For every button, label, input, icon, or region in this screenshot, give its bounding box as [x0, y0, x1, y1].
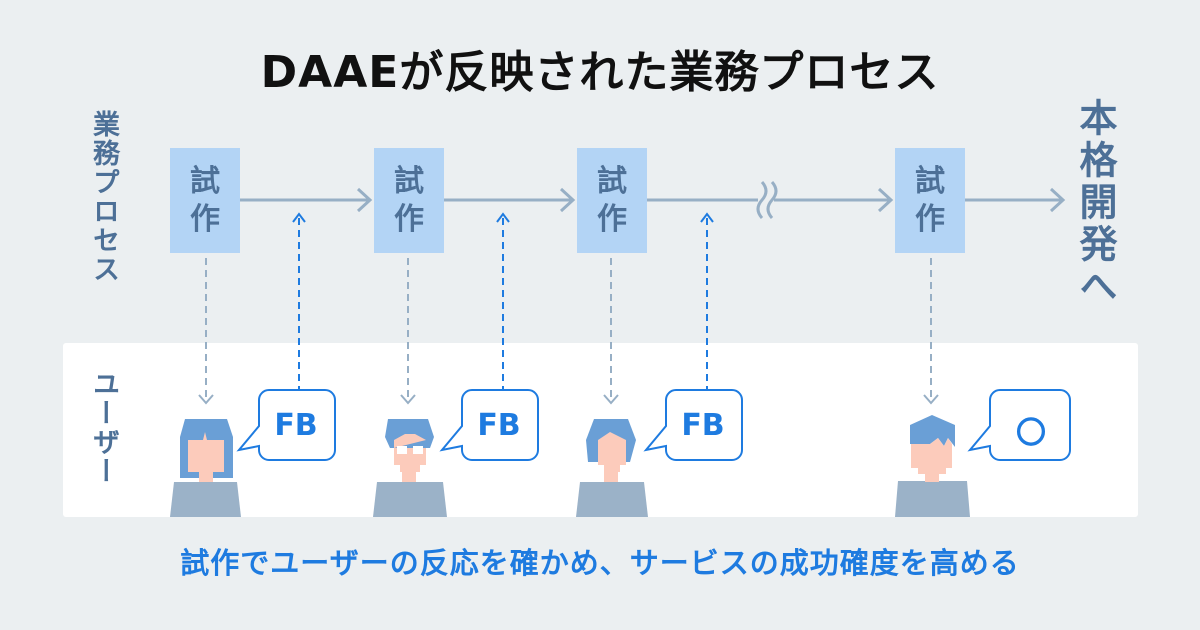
flow-arrowhead	[1049, 187, 1066, 213]
prototype-box: 試 作	[895, 148, 965, 253]
feedback-text: FB	[477, 408, 521, 443]
user-lane-label: ユーザー	[88, 370, 119, 486]
speech-bubble	[643, 389, 743, 461]
user-body	[895, 481, 970, 517]
user-face	[188, 440, 224, 472]
page-title: DAAEが反映された業務プロセス	[260, 47, 940, 98]
feedback-arrowheads	[292, 212, 714, 223]
caption: 試作でユーザーの反応を確かめ、サービスの成功確度を高める	[180, 546, 1020, 580]
user-neck	[402, 470, 416, 482]
flow-arrowhead	[356, 187, 373, 213]
user-woman-long-hair	[170, 419, 241, 517]
prototype-label: 作	[915, 201, 945, 237]
flow-arrowhead	[559, 187, 576, 213]
delivery-arrowheads	[198, 394, 939, 405]
user-neck	[604, 470, 618, 482]
approval-text: 〇	[1016, 416, 1046, 451]
prototype-box: 試 作	[374, 148, 444, 253]
destination-label: 本格開発へ	[1073, 98, 1117, 308]
user-face	[394, 434, 426, 472]
prototype-label: 試	[597, 163, 627, 199]
break-mark-icon	[766, 181, 778, 219]
user-body	[373, 482, 447, 517]
user-face	[598, 432, 626, 472]
prototype-label: 試	[394, 163, 424, 199]
user-body	[170, 482, 241, 517]
user-neck	[925, 472, 939, 482]
prototype-box: 試 作	[170, 148, 240, 253]
prototype-label: 作	[597, 201, 627, 237]
prototype-label: 試	[915, 163, 945, 199]
speech-bubble	[236, 389, 336, 461]
prototype-label: 試	[190, 163, 220, 199]
feedback-arrows	[298, 218, 708, 390]
speech-bubble	[967, 389, 1071, 461]
prototype-box: 試 作	[577, 148, 647, 253]
user-neck	[199, 470, 213, 482]
glasses-icon	[413, 446, 423, 454]
user-face	[911, 438, 952, 474]
speech-bubbles	[236, 389, 1071, 461]
process-lane-label: 業務プロセス	[88, 110, 119, 284]
delivery-arrows	[205, 258, 932, 400]
glasses-icon	[397, 446, 407, 454]
user-body	[576, 482, 648, 517]
flow-arrowhead	[877, 187, 894, 213]
feedback-text: FB	[274, 408, 318, 443]
user-man-side-part	[576, 419, 648, 517]
flow-arrows	[240, 181, 1066, 219]
break-mark-icon	[756, 181, 768, 219]
speech-bubble	[439, 389, 539, 461]
prototype-label: 作	[190, 201, 220, 237]
user-man-spiky-hair	[895, 415, 970, 517]
user-man-glasses	[373, 419, 447, 517]
feedback-text: FB	[681, 408, 725, 443]
user-hair	[910, 415, 955, 447]
prototype-label: 作	[394, 201, 424, 237]
